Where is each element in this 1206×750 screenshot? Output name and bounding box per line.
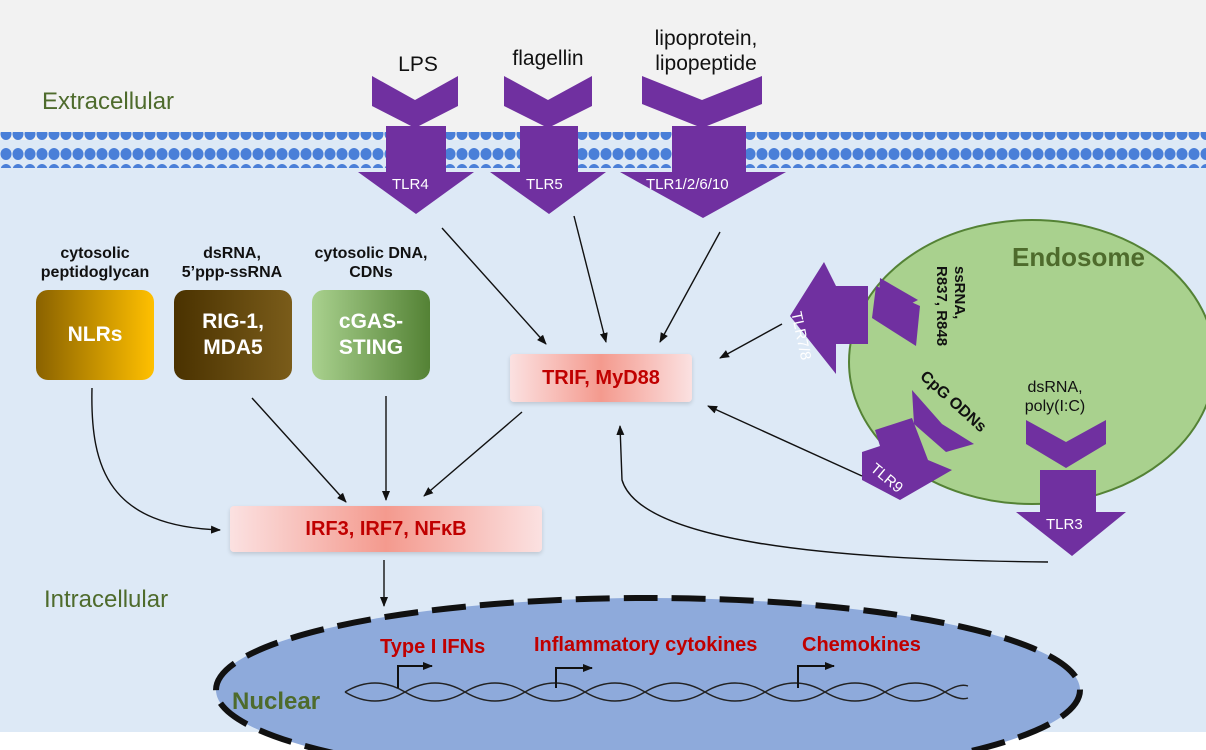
extracellular-label: Extracellular [42, 88, 175, 115]
ssrna-line2: R837, R848 [933, 266, 950, 347]
tlr1-receptor [620, 76, 786, 218]
lipoprotein-label: lipoprotein, lipopeptide [636, 26, 776, 76]
rig1-ligand-line1: dsRNA, [203, 245, 261, 262]
tlr9-receptor [862, 390, 974, 500]
lipoprotein-line2: lipopeptide [655, 52, 757, 75]
lps-label: LPS [398, 53, 438, 76]
rig1-box: RIG-1, MDA5 [174, 290, 292, 380]
nlr-ligand-line1: cytosolic [60, 245, 130, 262]
type1-ifn-label: Type I IFNs [380, 636, 486, 658]
cgas-ligand-line1: cytosolic DNA, [314, 245, 428, 262]
rig1-ligand-line2: 5’ppp-ssRNA [181, 264, 283, 281]
rig1-name: RIG-1, [202, 310, 264, 333]
tlr4-label: TLR4 [392, 176, 429, 193]
tlr78-receptor [790, 262, 920, 374]
cytokines-label: Inflammatory cytokines [534, 634, 758, 656]
nlr-ligand-line2: peptidoglycan [40, 264, 150, 281]
tlr1-label: TLR1/2/6/10 [646, 176, 729, 193]
nlrs-name: NLRs [67, 323, 123, 346]
tlr5-receptor [490, 76, 606, 214]
nlr-ligand-label: cytosolic peptidoglycan [30, 244, 160, 282]
nuclear-label: Nuclear [232, 688, 321, 715]
extracellular-space [0, 0, 1206, 140]
rig1-box-bg [174, 290, 292, 380]
lipoprotein-line1: lipoprotein, [654, 27, 758, 50]
endosome-label: Endosome [1012, 242, 1145, 272]
intracellular-label: Intracellular [44, 586, 169, 613]
nucleus [213, 595, 1083, 750]
cgas-box: cGAS- STING [312, 290, 430, 380]
dsrna-line2: poly(I:C) [1024, 398, 1086, 415]
cgas-box-bg [312, 290, 430, 380]
dsrna-label: dsRNA, poly(I:C) [1020, 378, 1090, 416]
signaling-arrows [91, 215, 1049, 607]
ssrna-label: ssRNA, R837, R848 [932, 266, 968, 346]
sting-name: STING [338, 336, 404, 359]
rig1-ligand-label: dsRNA, 5’ppp-ssRNA [162, 244, 302, 282]
ssrna-line1: ssRNA, [951, 266, 968, 320]
transcription-arrows [397, 662, 835, 688]
plasma-membrane [0, 132, 1206, 168]
flagellin-label: flagellin [512, 47, 584, 70]
cgas-ligand-label: cytosolic DNA, CDNs [304, 244, 438, 282]
chemokines-label: Chemokines [802, 634, 921, 656]
tlr3-receptor [1016, 420, 1126, 556]
trif-myd88-box: TRIF, MyD88 [510, 354, 692, 402]
tlr4-receptor [358, 76, 474, 214]
tlr5-label: TLR5 [526, 176, 563, 193]
cgas-name: cGAS- [338, 310, 404, 333]
irf-nfkb-box: IRF3, IRF7, NFκB [230, 506, 542, 552]
nlrs-box-bg [36, 290, 154, 380]
dna-helix [344, 682, 969, 702]
dsrna-line1: dsRNA, [1027, 379, 1083, 396]
nlrs-box: NLRs [36, 290, 154, 380]
mda5-name: MDA5 [203, 336, 263, 359]
tlr3-label: TLR3 [1046, 516, 1083, 533]
cgas-ligand-line2: CDNs [349, 264, 393, 281]
